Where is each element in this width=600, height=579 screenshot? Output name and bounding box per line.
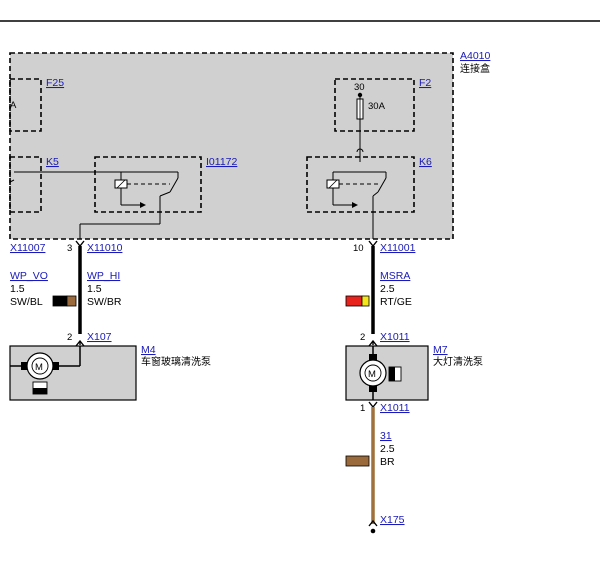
- wire-bridge: [356, 148, 364, 153]
- wire-wp-hi-size: 1.5: [87, 283, 102, 295]
- fuse-f2-box: [334, 78, 415, 132]
- wire-31-size: 2.5: [380, 443, 395, 455]
- relay-k5-contact: [9, 179, 15, 183]
- connector-right-mid-pin: 2: [360, 332, 365, 343]
- relay-k6-box: [306, 156, 415, 213]
- relay-i01172-box: [94, 156, 202, 213]
- connector-left-top[interactable]: X11010: [87, 242, 123, 254]
- connector-ground[interactable]: X175: [380, 514, 405, 526]
- fuse-f2-pin: 30: [354, 82, 365, 93]
- motor-m7-letter: M: [368, 369, 376, 380]
- component-m7-box[interactable]: [345, 345, 429, 401]
- connector-right-mid[interactable]: X1011: [380, 331, 410, 343]
- wire-wp-vo-color: SW/BL: [10, 296, 43, 308]
- wire-31-signal[interactable]: 31: [380, 430, 392, 442]
- module-id-label[interactable]: A4010: [460, 50, 491, 62]
- fuse-f2-label[interactable]: F2: [419, 77, 431, 89]
- wire-msra-size: 2.5: [380, 283, 395, 295]
- connector-right-top-pin: 10: [353, 243, 364, 254]
- color-swatch-sw: [52, 295, 68, 307]
- ground-terminal: [370, 528, 376, 534]
- connector-right-low-pin: 1: [360, 403, 365, 414]
- relay-k6-symbol: [326, 152, 387, 239]
- connector-right-top-mark: [368, 240, 378, 248]
- connector-left-partial[interactable]: X11007: [10, 242, 46, 254]
- wire-msra-color: RT/GE: [380, 296, 412, 308]
- fuse-f25-partial-text: A: [10, 100, 17, 111]
- motor-m7-icon: M: [359, 346, 402, 400]
- component-m4-name: 车窗玻璃清洗泵: [141, 355, 211, 368]
- wire-31-color: BR: [380, 456, 395, 468]
- relay-k5-box: [9, 156, 42, 213]
- connector-ground-mark: [368, 519, 378, 527]
- module-name-label: 连接盒: [460, 62, 490, 75]
- motor-m4-letter: M: [35, 362, 43, 373]
- color-swatch-ge: [361, 295, 370, 307]
- wire-wp-vo-size: 1.5: [10, 283, 25, 295]
- relay-k6-label[interactable]: K6: [419, 156, 432, 168]
- connector-right-low[interactable]: X1011: [380, 402, 410, 414]
- wire-wp-vo-signal[interactable]: WP_VO: [10, 270, 48, 282]
- wire-wp-hi-color: SW/BR: [87, 296, 122, 308]
- fuse-f25-label[interactable]: F25: [46, 77, 64, 89]
- wire-wp-hi-signal[interactable]: WP_HI: [87, 270, 120, 282]
- fuse-f25-box: [9, 78, 42, 132]
- color-swatch-br: [66, 295, 77, 307]
- connector-left-top-mark: [75, 240, 85, 248]
- color-swatch-br-ground: [345, 455, 370, 467]
- connector-left-top-pin: 3: [67, 243, 72, 254]
- component-m7-name: 大灯清洗泵: [433, 355, 483, 368]
- connector-left-bottom-pin: 2: [67, 332, 72, 343]
- module-box: [9, 52, 454, 240]
- connector-right-low-mark: [368, 401, 378, 409]
- motor-m4-icon: M: [10, 346, 81, 395]
- wire-msra-signal[interactable]: MSRA: [380, 270, 410, 282]
- fuse-f2-rating: 30A: [368, 101, 386, 112]
- relay-i01172-label[interactable]: I01172: [206, 156, 237, 168]
- color-swatch-rt: [345, 295, 363, 307]
- connector-left-bottom[interactable]: X107: [87, 331, 112, 343]
- component-m7-id[interactable]: M7: [433, 344, 448, 356]
- connector-right-top[interactable]: X11001: [380, 242, 416, 254]
- component-m4-id[interactable]: M4: [141, 344, 156, 356]
- relay-i01172-symbol: [114, 172, 179, 224]
- relay-k5-label[interactable]: K5: [46, 156, 59, 168]
